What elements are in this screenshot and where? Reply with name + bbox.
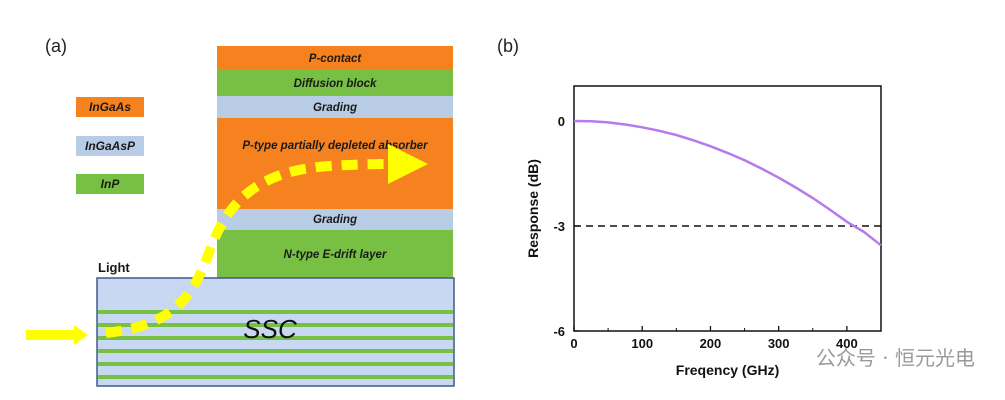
light-label: Light [98,260,130,275]
y-axis-label: Response (dB) [525,159,541,258]
x-tick-label: 200 [700,336,722,351]
legend-swatch-ingaas [76,97,144,117]
legend-swatch-ingaasp [76,136,144,156]
layer-diffusion-block [217,70,453,96]
panel-a-label: (a) [45,36,67,56]
layer-e-drift [217,230,453,278]
ssc-block [96,277,455,387]
legend-swatch-inp [76,174,144,194]
x-tick-label: 400 [836,336,858,351]
legend-label-inp: InP [101,177,121,191]
x-tick-label: 300 [768,336,790,351]
watermark: 公众号 · 恒元光电 [815,346,975,370]
layer-grading-bottom [217,209,453,230]
ssc-stripes [98,310,453,379]
layer-grading-top [217,96,453,118]
x-axis-label: Freqency (GHz) [676,362,779,378]
x-tick-label: 0 [570,336,577,351]
layer-absorber-label: P-type partially depleted absorber [242,140,428,152]
y-tick-label: 0 [558,114,565,129]
light-path-arrow [105,144,428,338]
plot-frame [573,85,882,332]
legend-label-ingaasp: InGaAsP [85,139,136,153]
layer-e-drift-label: N-type E-drift layer [284,249,387,261]
legend-label-ingaas: InGaAs [89,100,131,114]
input-light-arrow [26,325,88,345]
panel-b-label: (b) [497,36,519,56]
x-tick-label: 100 [631,336,653,351]
layer-grading-top-label: Grading [313,102,357,114]
ssc-label: SSC [243,314,297,344]
layer-diffusion-block-label: Diffusion block [294,78,377,90]
layer-p-contact [217,46,453,70]
layer-grading-bottom-label: Grading [313,214,357,226]
response-curve [573,119,882,247]
y-tick-label: -6 [553,324,565,339]
y-tick-label: -3 [553,219,565,234]
layer-p-contact-label: P-contact [309,53,363,65]
